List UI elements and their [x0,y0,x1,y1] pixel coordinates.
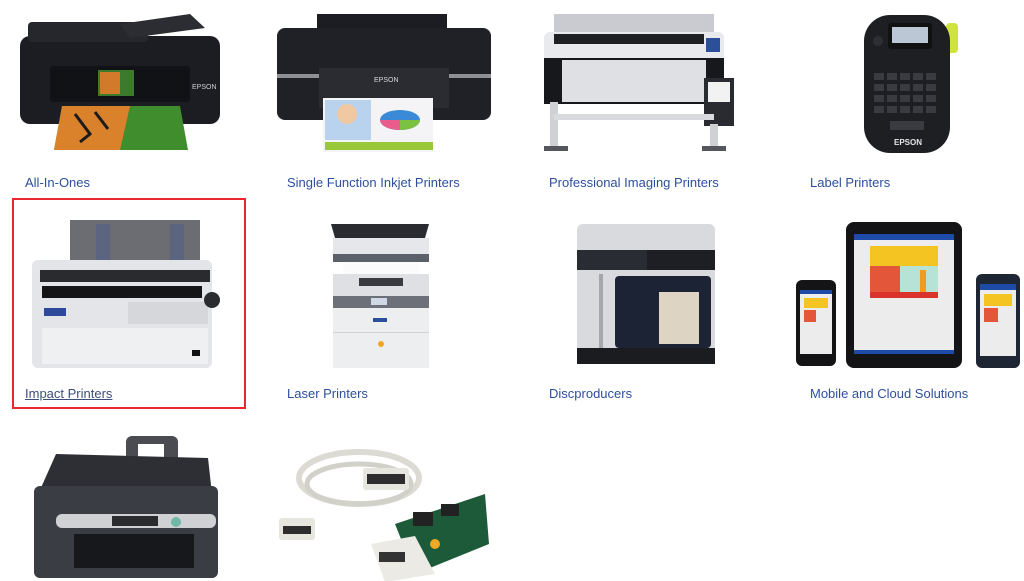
interface-card-cable-icon [275,434,515,581]
category-label: Mobile and Cloud Solutions [810,386,969,401]
svg-text:EPSON: EPSON [894,138,922,147]
category-label: Professional Imaging Printers [549,175,719,190]
laser-printer-icon [329,220,569,370]
inkjet-printer-icon: EPSON [277,14,517,154]
category-label: Laser Printers [287,386,368,401]
disc-producer-icon [577,222,817,372]
category-label: Discproducers [549,386,633,401]
svg-text:EPSON: EPSON [374,77,399,84]
svg-text:EPSON: EPSON [192,84,217,91]
all-in-one-printer-icon: EPSON [20,14,260,154]
category-label: Label Printers [810,175,891,190]
category-label: Impact Printers [25,386,113,401]
mobile-devices-icon [796,220,1024,370]
category-label: Single Function Inkjet Printers [287,175,460,190]
category-label: All-In-Ones [25,175,91,190]
scanner-printer-icon [30,434,270,581]
dot-matrix-printer-icon [30,220,270,370]
label-printer-icon: EPSON [860,14,1024,154]
large-format-printer-icon [544,14,784,154]
